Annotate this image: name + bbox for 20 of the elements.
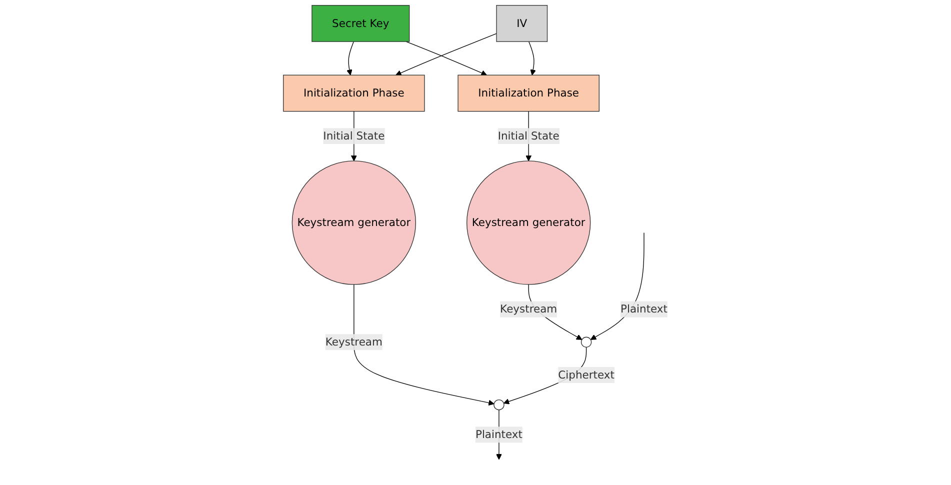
edge-label: Keystream: [500, 302, 558, 316]
node-circle: Keystream generator: [292, 160, 416, 285]
edge-label: Initial State: [498, 129, 560, 142]
edge-label: Keystream: [325, 335, 383, 348]
arrow: [346, 41, 354, 76]
node-box: Initialization Phase: [458, 74, 600, 112]
edge-label: Plaintext: [476, 428, 523, 441]
node-circle: [581, 336, 592, 348]
node-box: IV: [496, 5, 548, 42]
arrow: [354, 284, 494, 406]
edge-label: Plaintext: [620, 302, 668, 316]
arrow: [528, 41, 536, 76]
arrow: [406, 41, 488, 76]
node-box: Initialization Phase: [283, 74, 425, 112]
arrow: [396, 33, 497, 76]
node-circle: Keystream generator: [466, 160, 591, 285]
node-circle: [494, 399, 504, 410]
edge-label: Ciphertext: [558, 368, 614, 382]
edge-label: Initial State: [323, 129, 385, 142]
node-box: Secret Key: [312, 5, 410, 42]
